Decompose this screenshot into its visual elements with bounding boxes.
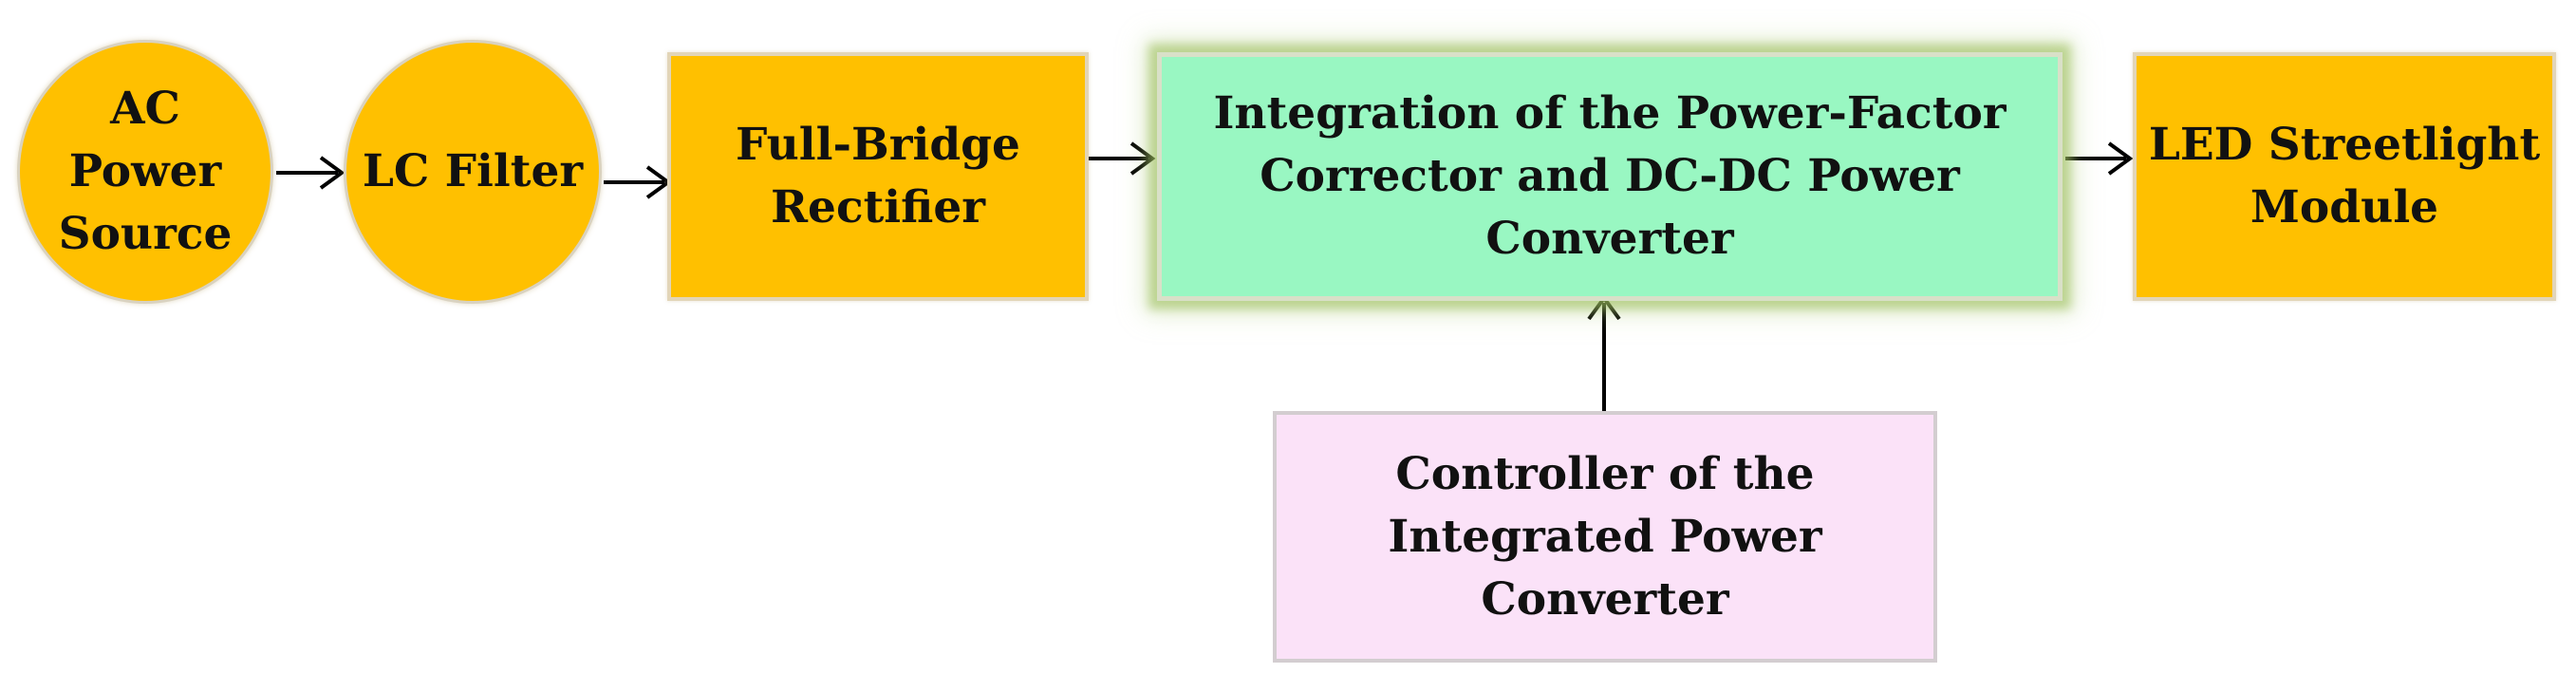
- ac-power-source-label: AC Power Source: [58, 83, 233, 260]
- led-streetlight-module-node: LED Streetlight Module: [2133, 52, 2556, 301]
- full-bridge-rectifier-node: Full-Bridge Rectifier: [667, 52, 1089, 301]
- arrow-lc-to-rectifier: [604, 165, 672, 199]
- pfc-dcdc-integration-node: Integration of the Power-Factor Correcto…: [1157, 52, 2063, 301]
- led-streetlight-module-label: LED Streetlight Module: [2148, 119, 2541, 234]
- controller-node: Controller of the Integrated Power Conve…: [1273, 411, 1937, 663]
- controller-label: Controller of the Integrated Power Conve…: [1388, 447, 1822, 626]
- pfc-dcdc-integration-label: Integration of the Power-Factor Correcto…: [1213, 87, 2007, 265]
- lc-filter-label: LC Filter: [362, 145, 584, 197]
- lc-filter-node: LC Filter: [344, 40, 602, 304]
- ac-power-source-node: AC Power Source: [17, 40, 273, 304]
- arrow-controller-to-integration: [1587, 294, 1621, 411]
- arrow-integration-to-led: [2065, 141, 2134, 176]
- arrow-ac-to-lc: [276, 156, 345, 190]
- full-bridge-rectifier-label: Full-Bridge Rectifier: [736, 119, 1020, 234]
- arrow-rectifier-to-integration: [1089, 141, 1156, 176]
